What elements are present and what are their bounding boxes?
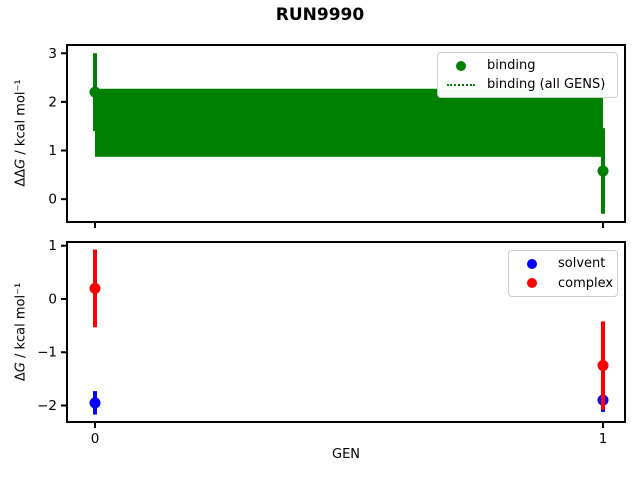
axes-frame [66, 241, 626, 423]
y-tick-label: 3 [48, 46, 57, 62]
ylabel-variable: G [13, 362, 29, 373]
complex-point [89, 282, 101, 294]
y-tick-label: 1 [48, 143, 57, 159]
uncertainty-band [95, 88, 603, 157]
figure-title: RUN9990 [275, 5, 365, 25]
solvent-point [89, 397, 101, 409]
y-tick-label: 0 [48, 291, 57, 307]
ylabel-units: / kcal mol⁻¹ [13, 282, 29, 363]
top-y-axis-label: ΔΔG / kcal mol⁻¹ [14, 79, 29, 186]
binding-point [89, 86, 101, 98]
legend-item-solvent: solvent [518, 255, 608, 273]
panel-top: 3 2 1 0 [48, 44, 626, 228]
x-tick-label: 0 [91, 431, 100, 447]
y-tick-label: −2 [37, 398, 57, 414]
top-legend: binding binding (all GENS) [437, 52, 618, 98]
y-tick-label: 1 [48, 238, 57, 254]
legend-label: complex [558, 275, 614, 291]
binding-point [597, 165, 609, 177]
x-axis-label: GEN [331, 447, 361, 462]
y-tick-label: 2 [48, 94, 57, 110]
legend-label: solvent [558, 256, 606, 272]
ylabel-prefix: Δ [13, 372, 29, 382]
y-tick-label: 0 [48, 192, 57, 208]
dotted-line-icon [447, 83, 475, 86]
axes-frame [66, 44, 626, 223]
legend-item-complex: complex [518, 275, 613, 293]
x-tick-label: 1 [599, 431, 608, 447]
legend-item-binding-all-gens: binding (all GENS) [447, 76, 608, 93]
bottom-legend: solvent complex [508, 250, 618, 297]
dot-marker-icon [447, 60, 475, 71]
ylabel-prefix: ΔΔ [13, 168, 29, 187]
ylabel-units: / kcal mol⁻¹ [13, 79, 29, 159]
legend-label: binding (all GENS) [487, 77, 606, 92]
dot-marker-icon [518, 278, 546, 289]
y-tick-label: −1 [37, 345, 57, 361]
legend-label: binding [487, 58, 536, 73]
legend-item-binding: binding [447, 57, 608, 74]
dot-marker-icon [518, 258, 546, 269]
panel-bottom: 1 0 −1 −2 0 1 [37, 238, 626, 447]
bottom-y-axis-label: ΔG / kcal mol⁻¹ [14, 283, 29, 381]
complex-point [597, 360, 609, 372]
ylabel-variable: G [13, 158, 29, 169]
